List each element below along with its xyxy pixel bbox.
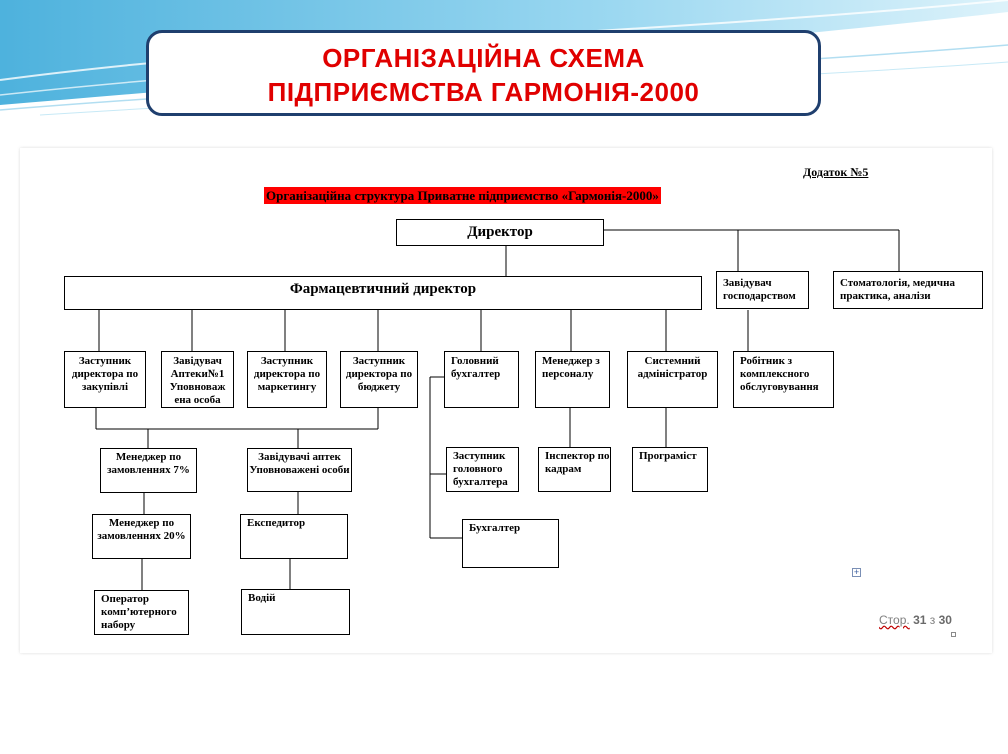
node-deputy-budget: Заступник директора по бюджету xyxy=(340,351,418,408)
slide-title-line-2: ПІДПРИЄМСТВА ГАРМОНІЯ-2000 xyxy=(267,77,700,107)
node-deputy-procurement: Заступник директора по закупівлі xyxy=(64,351,146,408)
node-director: Директор xyxy=(396,219,604,246)
node-driver: Водій xyxy=(241,589,350,635)
expand-plus-icon[interactable]: + xyxy=(852,567,861,577)
node-sysadmin: Системний адміністратор xyxy=(627,351,718,408)
page-word: Стор. xyxy=(879,613,910,627)
org-structure-caption: Організаційна структура Приватне підприє… xyxy=(264,187,661,204)
node-accountant: Бухгалтер xyxy=(462,519,559,568)
node-order-manager-7: Менеджер по замовленнях 7% xyxy=(100,448,197,493)
addendum-label: Додаток №5 xyxy=(803,165,869,179)
node-household-head: Завідувач господарством xyxy=(716,271,809,309)
node-maintenance-worker: Робітник з комплексного обслуговування xyxy=(733,351,834,408)
node-order-manager-20: Менеджер по замовленнях 20% xyxy=(92,514,191,559)
page-number: Стор. 31 з 30 xyxy=(879,613,952,627)
node-chief-accountant: Головний бухгалтер xyxy=(444,351,519,408)
node-pc-operator: Оператор комп’ютерного набору xyxy=(94,590,189,635)
slide-title-line-1: ОРГАНІЗАЦІЙНА СХЕМА xyxy=(322,43,645,73)
node-programmer: Програміст xyxy=(632,447,708,492)
node-pharm-director: Фармацевтичний директор xyxy=(64,276,702,310)
node-deputy-chief-accountant: Заступник головного бухгалтера xyxy=(446,447,519,492)
node-pharmacy1-head: Завідувач Аптеки№1 Уповноваж ена особа xyxy=(161,351,234,408)
page-separator: з xyxy=(929,613,936,627)
node-hr-inspector: Інспектор по кадрам xyxy=(538,447,611,492)
node-pharmacy-heads: Завідувачі аптек Уповноважені особи xyxy=(247,448,352,492)
node-hr-manager: Менеджер з персоналу xyxy=(535,351,610,408)
node-forwarder: Експедитор xyxy=(240,514,348,559)
resize-handle-icon[interactable] xyxy=(951,632,956,637)
node-deputy-marketing: Заступник директора по маркетингу xyxy=(247,351,327,408)
slide-title-box: ОРГАНІЗАЦІЙНА СХЕМА ПІДПРИЄМСТВА ГАРМОНІ… xyxy=(146,30,821,116)
page-total: 30 xyxy=(938,613,952,627)
page-current: 31 xyxy=(913,613,927,627)
node-dentistry: Стоматологія, медична практика, аналізи xyxy=(833,271,983,309)
